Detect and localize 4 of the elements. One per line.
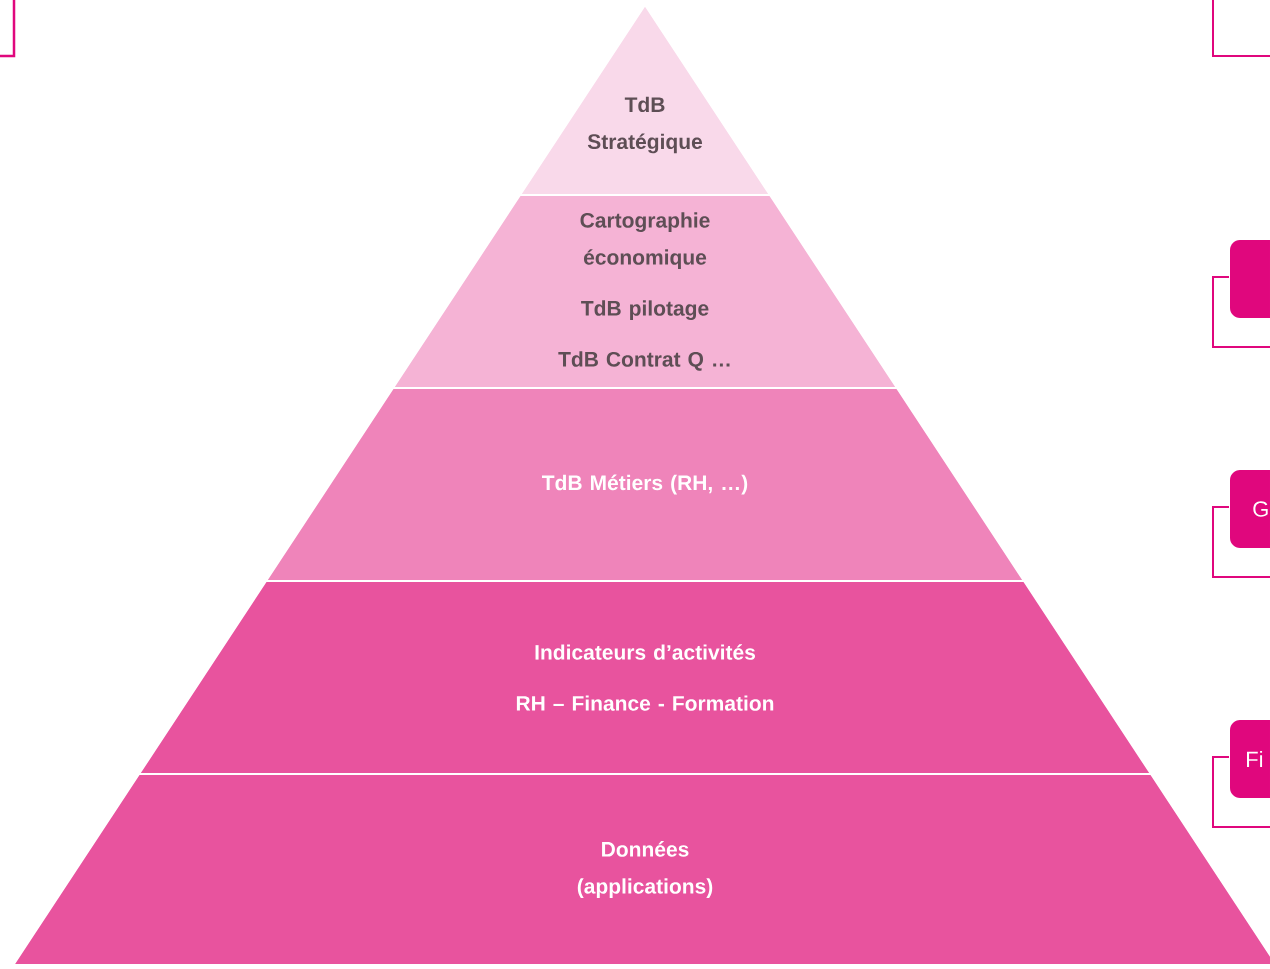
side-box: G [1230, 470, 1270, 548]
node-label: Données (applications) [577, 841, 713, 898]
side-box [1230, 240, 1270, 318]
side-box: Fi [1230, 720, 1270, 798]
